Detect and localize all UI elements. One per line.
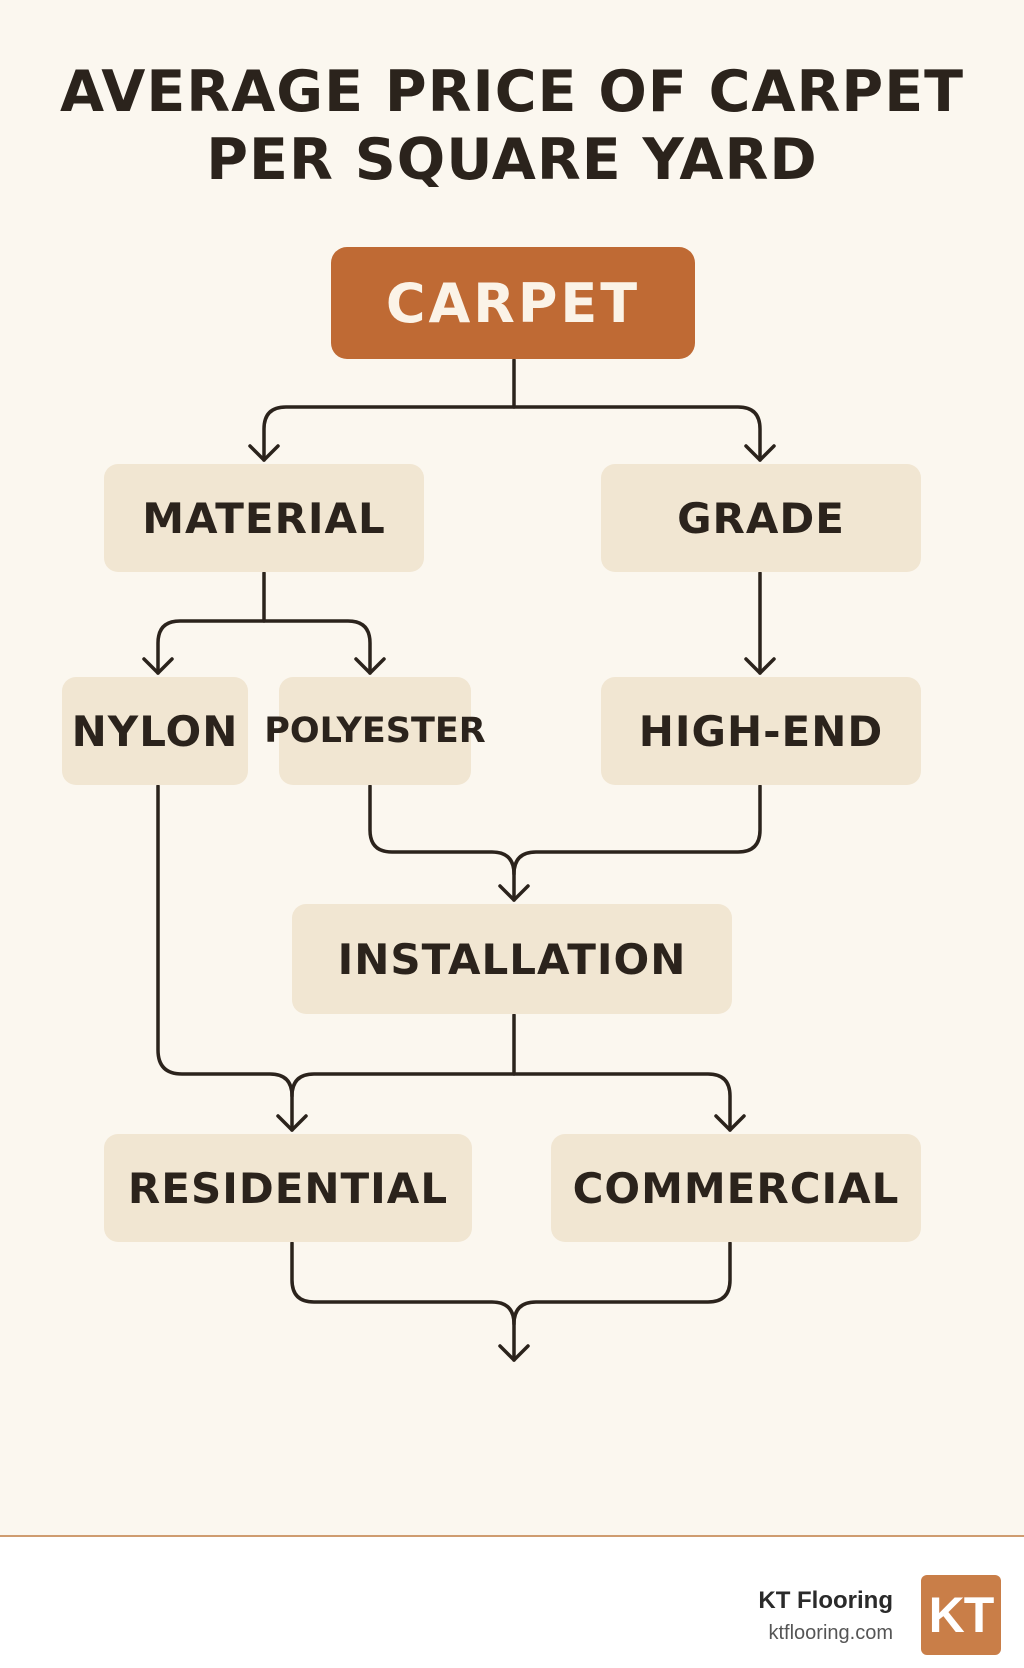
arrowhead <box>498 884 530 902</box>
node-high-end: HIGH-END <box>601 677 921 785</box>
edge-polyester-installation <box>368 784 516 902</box>
node-material: MATERIAL <box>104 464 424 572</box>
node-carpet-label: CARPET <box>385 271 641 335</box>
arrowhead <box>354 657 386 675</box>
brand-logo: KT <box>921 1575 1001 1655</box>
node-polyester-label: POLYESTER <box>264 711 486 751</box>
arrowhead <box>714 1114 746 1132</box>
brand-name: KT Flooring <box>758 1587 893 1614</box>
node-nylon-label: NYLON <box>71 706 239 756</box>
node-carpet: CARPET <box>331 247 695 359</box>
title-line-1: AVERAGE PRICE OF CARPET <box>59 59 965 125</box>
node-commercial: COMMERCIAL <box>551 1134 921 1242</box>
node-polyester: POLYESTER <box>264 677 486 785</box>
edge-carpet-grade <box>512 405 762 462</box>
arrowhead <box>744 657 776 675</box>
edge-commercial-output <box>512 1241 732 1326</box>
arrowhead <box>248 444 280 462</box>
brand-logo-text: KT <box>928 1587 995 1643</box>
footer: KT Flooring ktflooring.com KT <box>0 1535 1024 1668</box>
edge-nylon-residential <box>156 784 294 1132</box>
edge-installation-commercial <box>512 1072 732 1132</box>
title-line-2: PER SQUARE YARD <box>206 127 818 193</box>
node-material-label: MATERIAL <box>142 493 386 543</box>
node-residential-label: RESIDENTIAL <box>127 1163 449 1213</box>
arrowhead <box>744 444 776 462</box>
node-grade: GRADE <box>601 464 921 572</box>
node-installation-label: INSTALLATION <box>337 934 687 984</box>
node-commercial-label: COMMERCIAL <box>572 1163 900 1213</box>
edge-residential-output <box>290 1241 516 1362</box>
page-title: AVERAGE PRICE OF CARPET PER SQUARE YARD <box>0 58 1024 194</box>
edge-material-polyester <box>262 619 372 675</box>
node-nylon: NYLON <box>62 677 248 785</box>
edge-installation-residential <box>290 1013 516 1098</box>
node-residential: RESIDENTIAL <box>104 1134 472 1242</box>
brand-url-link[interactable]: ktflooring.com <box>768 1622 894 1644</box>
node-high-end-label: HIGH-END <box>638 706 884 756</box>
edge-material-nylon <box>156 571 266 675</box>
edge-high-end-installation <box>512 784 762 876</box>
arrowhead <box>498 1344 530 1362</box>
arrowhead <box>276 1114 308 1132</box>
edge-carpet-material <box>262 358 516 462</box>
node-installation: INSTALLATION <box>292 904 732 1014</box>
arrowhead <box>142 657 174 675</box>
node-grade-label: GRADE <box>677 493 845 543</box>
